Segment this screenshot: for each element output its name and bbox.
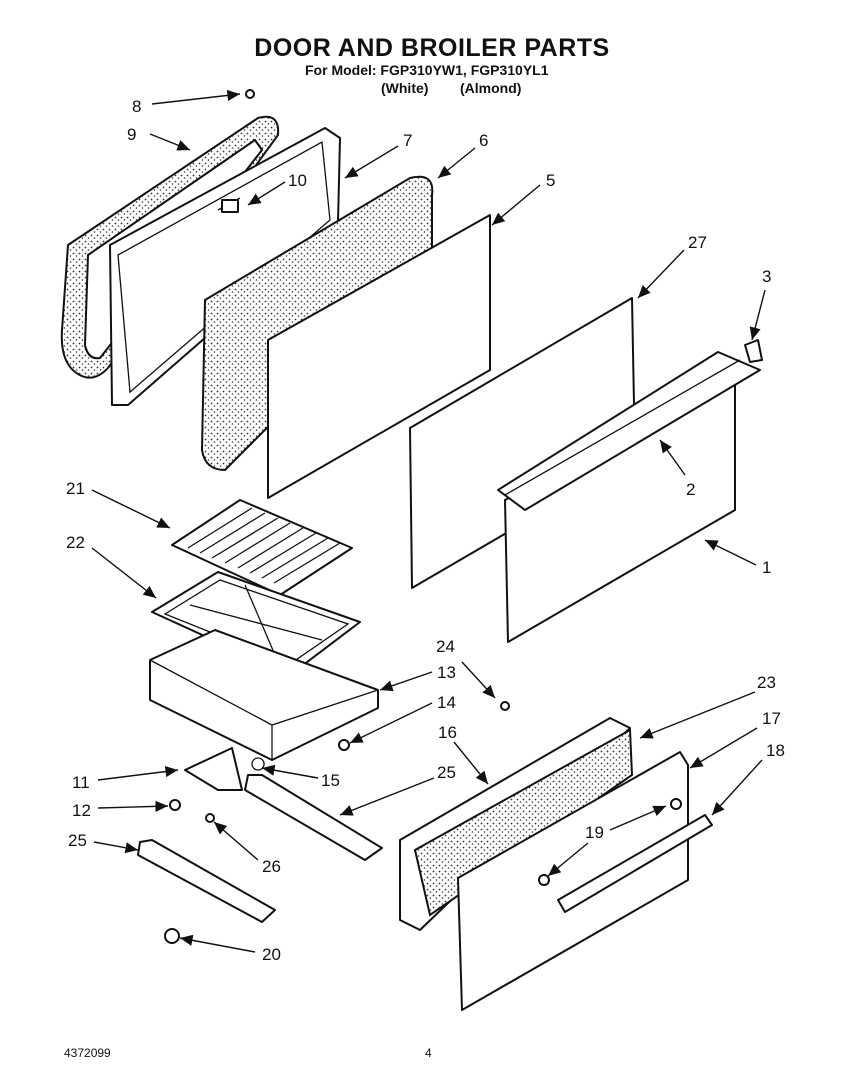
variant-almond: (Almond)	[460, 80, 522, 96]
part-21-broiler-grid	[171, 499, 353, 596]
callout-13: 13	[437, 663, 456, 682]
variant-white: (White)	[381, 80, 429, 96]
callout-18: 18	[766, 741, 785, 760]
callout-2: 2	[686, 480, 695, 499]
page-title: DOOR AND BROILER PARTS	[254, 34, 610, 62]
callout-14: 14	[437, 693, 456, 712]
document-number: 4372099	[64, 1046, 111, 1060]
model-line: For Model: FGP310YW1, FGP310YL1	[305, 62, 549, 78]
part-25-drawer-slide-right	[244, 774, 383, 861]
part-20-leveling-foot	[164, 928, 180, 944]
callout-22: 22	[66, 533, 85, 552]
part-13-broiler-drawer	[149, 629, 379, 761]
part-26-screw	[205, 813, 215, 823]
part-25-drawer-slide-left	[137, 839, 276, 923]
callout-labels: 8 9 7 6 10 5 27 3 2 1 21 22 24 13 14 23 …	[66, 97, 785, 964]
callout-7: 7	[403, 131, 412, 150]
callout-6: 6	[479, 131, 488, 150]
callout-12: 12	[72, 801, 91, 820]
callout-23: 23	[757, 673, 776, 692]
callout-16: 16	[438, 723, 457, 742]
leader-lines	[91, 89, 766, 953]
callout-24: 24	[436, 637, 455, 656]
callout-26: 26	[262, 857, 281, 876]
part-19-spacer-left	[538, 874, 550, 886]
callout-3: 3	[762, 267, 771, 286]
callout-21: 21	[66, 479, 85, 498]
callout-20: 20	[262, 945, 281, 964]
part-2-door-handle-trim	[497, 351, 761, 511]
callout-25-lower: 25	[68, 831, 87, 850]
callout-8: 8	[132, 97, 141, 116]
callout-25-upper: 25	[437, 763, 456, 782]
callout-9: 9	[127, 125, 136, 144]
callout-19: 19	[585, 823, 604, 842]
callout-27: 27	[688, 233, 707, 252]
part-19-spacer-right	[670, 798, 682, 810]
callout-17: 17	[762, 709, 781, 728]
callout-1: 1	[762, 558, 771, 577]
part-14-screw	[338, 739, 350, 751]
part-17-broiler-door-panel	[457, 751, 689, 1011]
part-11-drawer-bracket	[184, 747, 243, 791]
callout-15: 15	[321, 771, 340, 790]
callout-5: 5	[546, 171, 555, 190]
part-12-grommet	[169, 799, 181, 811]
part-15-clip	[251, 757, 265, 771]
part-24-screw	[500, 701, 510, 711]
page-number: 4	[425, 1046, 432, 1060]
part-3-handle-bracket	[744, 339, 763, 363]
part-8-screw	[245, 89, 255, 99]
callout-10: 10	[288, 171, 307, 190]
callout-11: 11	[72, 773, 90, 792]
part-18-broiler-door-handle	[557, 814, 713, 913]
part-5-inner-door-panel	[267, 214, 491, 499]
part-23-broiler-door-insulation	[413, 728, 634, 917]
